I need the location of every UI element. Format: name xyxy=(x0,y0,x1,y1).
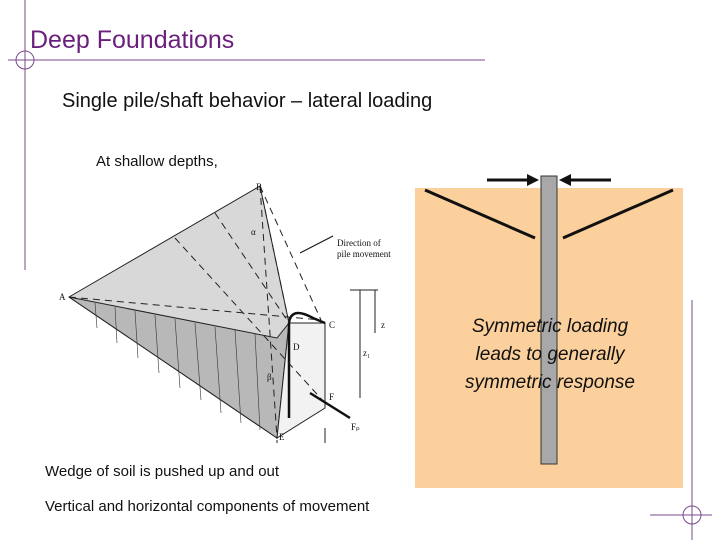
slide-subtitle: Single pile/shaft behavior – lateral loa… xyxy=(62,90,433,112)
label-e: E xyxy=(279,432,285,442)
label-c: C xyxy=(329,320,335,330)
dimension-lines xyxy=(276,289,378,443)
wedge-hatching xyxy=(94,302,261,431)
label-f: F xyxy=(329,392,334,402)
bullet-wedge: Wedge of soil is pushed up and out xyxy=(45,463,280,480)
label-beta: β xyxy=(267,372,272,382)
pile-top-arc xyxy=(287,311,326,325)
direction-label-2: pile movement xyxy=(337,249,391,259)
label-a: A xyxy=(59,292,66,302)
bullet-vertical: Vertical and horizontal components of mo… xyxy=(45,498,370,515)
label-z: z xyxy=(381,320,385,330)
soil-caption-line-1: Symmetric loading xyxy=(471,316,629,337)
label-z1: z₁ xyxy=(363,348,370,358)
soil-pile-diagram xyxy=(415,174,683,488)
soil-caption-line-2: leads to generally xyxy=(475,344,625,365)
label-d: D xyxy=(293,342,300,352)
shallow-depth-label: At shallow depths, xyxy=(96,153,218,170)
direction-arrow xyxy=(299,235,334,254)
label-fp: Fₚ xyxy=(351,422,360,432)
pile-shaft xyxy=(540,175,558,465)
slide-title: Deep Foundations xyxy=(30,26,235,54)
soil-caption-line-3: symmetric response xyxy=(465,372,635,393)
label-b: B xyxy=(256,182,262,192)
force-arrow xyxy=(309,391,351,420)
wedge-diagram: A B C D E F α β z z₁ b Fₚ Direction of p… xyxy=(59,182,391,443)
label-alpha: α xyxy=(251,227,256,237)
construction-lines xyxy=(68,185,326,439)
direction-label-1: Direction of xyxy=(337,238,381,248)
wedge-line-right xyxy=(562,188,674,240)
wedge-line-left xyxy=(424,188,536,240)
